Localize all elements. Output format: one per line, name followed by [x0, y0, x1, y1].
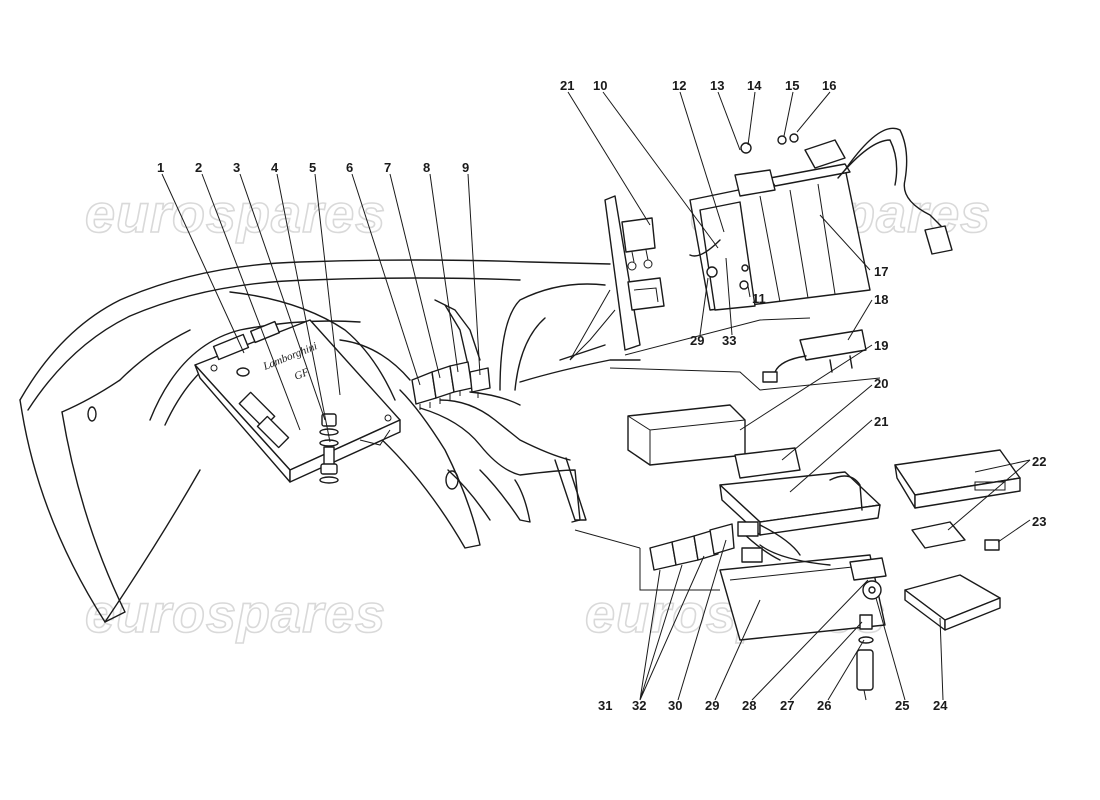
- control-module-24: [904, 574, 1001, 631]
- callout-29-top: 29: [690, 333, 704, 348]
- callout-12: 12: [672, 78, 686, 93]
- callout-29: 29: [705, 698, 719, 713]
- ecu-module: Lamborghini GF: [194, 319, 401, 483]
- callout-9: 9: [462, 160, 469, 175]
- ecu-model-label: GF: [293, 366, 311, 383]
- callout-2: 2: [195, 160, 202, 175]
- callout-labels: 1 2 3 4 5 6 7 8 9 21 10 12 13 14 15 16 1…: [157, 78, 1046, 713]
- callout-23: 23: [1032, 514, 1046, 529]
- fuse-tray-30: [719, 521, 887, 641]
- fuse-box-assembly: [689, 127, 953, 311]
- fuse-23: [984, 539, 1000, 551]
- callout-18: 18: [874, 292, 888, 307]
- callout-11: 11: [752, 291, 766, 306]
- electronic-unit-22: [894, 449, 1021, 549]
- callout-10: 10: [593, 78, 607, 93]
- sensor-18: [762, 329, 867, 383]
- callout-13: 13: [710, 78, 724, 93]
- wire-connector: [759, 544, 831, 566]
- callout-25: 25: [895, 698, 909, 713]
- callout-1: 1: [157, 160, 164, 175]
- callout-32: 32: [632, 698, 646, 713]
- callout-15: 15: [785, 78, 799, 93]
- watermark-top-left: eurospares: [85, 184, 386, 244]
- callout-6: 6: [346, 160, 353, 175]
- callout-8: 8: [423, 160, 430, 175]
- leader-lines: [161, 91, 1031, 701]
- callout-33: 33: [722, 333, 736, 348]
- callout-3: 3: [233, 160, 240, 175]
- relay-20: [734, 447, 801, 479]
- callout-4: 4: [271, 160, 279, 175]
- callout-22: 22: [1032, 454, 1046, 469]
- mounting-bolt-stack: [319, 413, 339, 484]
- callout-14: 14: [747, 78, 762, 93]
- callout-16: 16: [822, 78, 836, 93]
- relay-bracket-panel: [604, 195, 665, 351]
- callout-31: 31: [598, 698, 612, 713]
- relay-group-dash: [411, 361, 491, 410]
- callout-28: 28: [742, 698, 756, 713]
- callout-19: 19: [874, 338, 888, 353]
- group-brackets: [569, 289, 881, 591]
- callout-21-top: 21: [560, 78, 574, 93]
- callout-17: 17: [874, 264, 888, 279]
- callout-21: 21: [874, 414, 888, 429]
- control-module-19: [627, 404, 746, 466]
- callout-20: 20: [874, 376, 888, 391]
- callout-30: 30: [668, 698, 682, 713]
- watermark-bottom-left: eurospares: [85, 584, 386, 644]
- callout-24: 24: [933, 698, 948, 713]
- callout-26: 26: [817, 698, 831, 713]
- callout-27: 27: [780, 698, 794, 713]
- relay-group-31-32: [649, 523, 735, 571]
- callout-7: 7: [384, 160, 391, 175]
- standoff-bolt: [856, 580, 882, 691]
- callout-5: 5: [309, 160, 316, 175]
